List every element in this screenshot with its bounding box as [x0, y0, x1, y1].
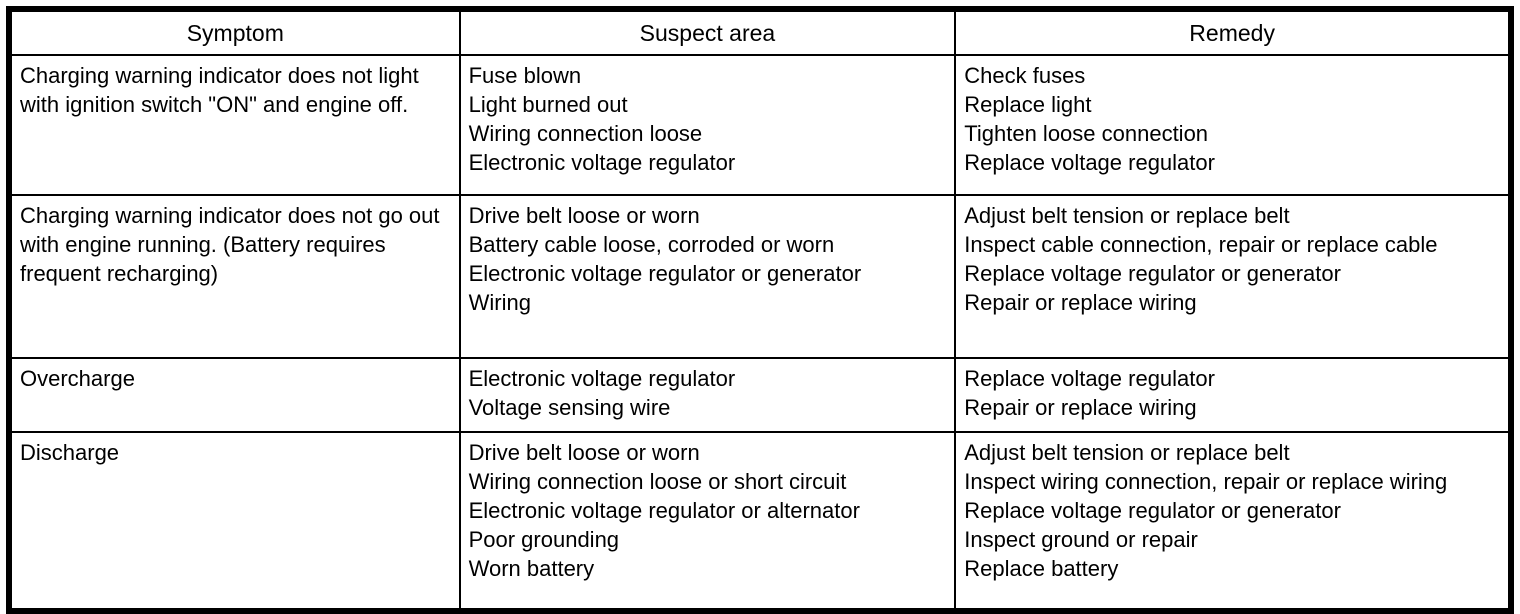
remedy-item: Replace voltage regulator or generator	[964, 261, 1341, 286]
suspect-area-item: Electronic voltage regulator or alternat…	[468, 498, 860, 523]
symptom-text: Charging warning indicator does not ligh…	[20, 63, 419, 117]
suspect-area-item: Drive belt loose or worn	[468, 440, 700, 465]
suspect-area-item: Wiring connection loose	[468, 121, 703, 146]
symptom-cell: Discharge	[8, 431, 461, 612]
remedy-item: Replace light	[964, 92, 1092, 117]
remedy-item: Replace battery	[964, 556, 1119, 581]
remedy-cell: Adjust belt tension or replace belt Insp…	[954, 431, 1512, 612]
suspect-area-cell: Fuse blown Light burned out Wiring conne…	[458, 54, 957, 196]
table-row: Discharge Drive belt loose or worn Wirin…	[8, 431, 1512, 612]
suspect-area-item: Drive belt loose or worn	[468, 203, 700, 228]
remedy-item: Repair or replace wiring	[964, 290, 1197, 315]
table-row: Charging warning indicator does not ligh…	[8, 54, 1512, 196]
remedy-item: Replace voltage regulator	[964, 150, 1215, 175]
column-header-suspect-area: Suspect area	[458, 8, 957, 56]
suspect-area-item: Light burned out	[468, 92, 628, 117]
header-row: Symptom Suspect area Remedy	[8, 8, 1512, 56]
column-header-symptom: Symptom	[8, 8, 461, 56]
suspect-area-cell: Electronic voltage regulator Voltage sen…	[458, 357, 957, 433]
remedy-cell: Replace voltage regulator Repair or repl…	[954, 357, 1512, 433]
remedy-item: Inspect cable connection, repair or repl…	[964, 232, 1438, 257]
suspect-area-item: Poor grounding	[468, 527, 620, 552]
remedy-item: Inspect wiring connection, repair or rep…	[964, 469, 1448, 494]
table-row: Overcharge Electronic voltage regulator …	[8, 357, 1512, 433]
suspect-area-item: Fuse blown	[468, 63, 582, 88]
symptom-cell: Charging warning indicator does not ligh…	[8, 54, 461, 196]
remedy-item: Adjust belt tension or replace belt	[964, 440, 1290, 465]
symptom-text: Overcharge	[20, 366, 135, 391]
suspect-area-item: Wiring connection loose or short circuit	[468, 469, 847, 494]
suspect-area-item: Electronic voltage regulator or generato…	[468, 261, 862, 286]
charging-troubleshooting-table: Symptom Suspect area Remedy Charging war…	[6, 6, 1514, 614]
suspect-area-item: Battery cable loose, corroded or worn	[468, 232, 835, 257]
suspect-area-cell: Drive belt loose or worn Battery cable l…	[458, 194, 957, 359]
suspect-area-cell: Drive belt loose or worn Wiring connecti…	[458, 431, 957, 612]
remedy-item: Adjust belt tension or replace belt	[964, 203, 1290, 228]
suspect-area-item: Voltage sensing wire	[468, 395, 671, 420]
remedy-item: Check fuses	[964, 63, 1086, 88]
remedy-item: Inspect ground or repair	[964, 527, 1198, 552]
suspect-area-item: Wiring	[468, 290, 531, 315]
symptom-text: Discharge	[20, 440, 120, 465]
column-header-remedy: Remedy	[954, 8, 1512, 56]
suspect-area-item: Electronic voltage regulator	[468, 366, 736, 391]
remedy-cell: Adjust belt tension or replace belt Insp…	[954, 194, 1512, 359]
remedy-item: Replace voltage regulator	[964, 366, 1215, 391]
symptom-cell: Charging warning indicator does not go o…	[8, 194, 461, 359]
remedy-item: Repair or replace wiring	[964, 395, 1197, 420]
remedy-item: Tighten loose connection	[964, 121, 1209, 146]
remedy-cell: Check fuses Replace light Tighten loose …	[954, 54, 1512, 196]
symptom-cell: Overcharge	[8, 357, 461, 433]
suspect-area-item: Electronic voltage regulator	[468, 150, 736, 175]
symptom-text: Charging warning indicator does not go o…	[20, 203, 440, 286]
table-row: Charging warning indicator does not go o…	[8, 194, 1512, 359]
remedy-item: Replace voltage regulator or generator	[964, 498, 1341, 523]
suspect-area-item: Worn battery	[468, 556, 595, 581]
